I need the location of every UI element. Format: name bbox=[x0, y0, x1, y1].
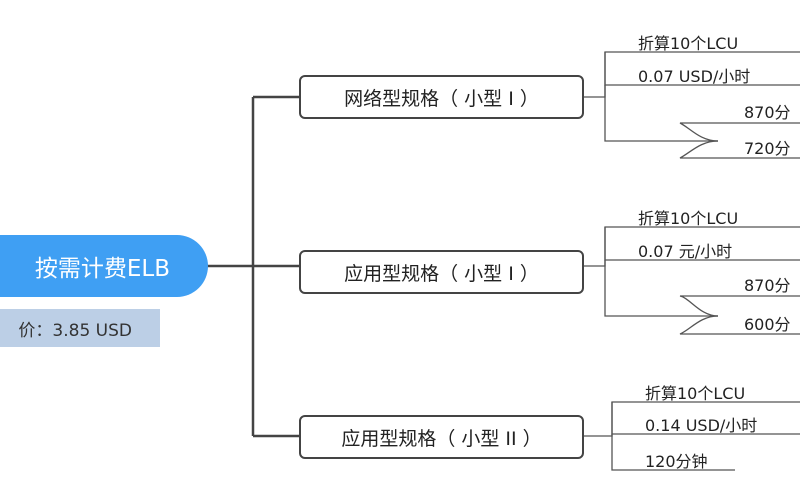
leaf-lcu: 折算10个LCU bbox=[638, 209, 739, 228]
leaf-score-1: 870分 bbox=[744, 103, 791, 122]
root-connectors bbox=[205, 95, 299, 438]
leaf-score-2: 720分 bbox=[744, 139, 791, 158]
branch-node-network-small-1[interactable]: 网络型规格（ 小型 I ） bbox=[299, 75, 584, 119]
branch2-connectors bbox=[584, 226, 800, 335]
leaf-duration: 120分钟 bbox=[645, 452, 708, 471]
root-label: 按需计费ELB bbox=[34, 256, 170, 282]
branch-label: 应用型规格（ 小型 II ） bbox=[341, 427, 542, 450]
branch-label: 应用型规格（ 小型 I ） bbox=[344, 262, 539, 285]
leaf-score-2: 600分 bbox=[744, 315, 791, 334]
branch1-connectors bbox=[584, 51, 800, 159]
fork-lower bbox=[679, 315, 800, 335]
branch3-connectors bbox=[584, 401, 800, 471]
fork-upper bbox=[679, 295, 800, 317]
leaf3-underline bbox=[611, 434, 735, 471]
leaf-hourly-price: 0.07 元/小时 bbox=[638, 242, 733, 261]
fork-upper bbox=[679, 122, 800, 142]
fork-lower bbox=[679, 140, 800, 159]
leaf-lcu: 折算10个LCU bbox=[638, 34, 739, 53]
root-node[interactable]: 按需计费ELB bbox=[0, 235, 208, 297]
leaf-score-1: 870分 bbox=[744, 276, 791, 295]
leaf-hourly-price: 0.14 USD/小时 bbox=[645, 416, 758, 435]
leaf3-stem bbox=[604, 260, 718, 317]
leaf-hourly-price: 0.07 USD/小时 bbox=[638, 67, 751, 86]
branch-label: 网络型规格（ 小型 I ） bbox=[344, 87, 539, 110]
price-note: 价：3.85 USD bbox=[0, 309, 160, 347]
branch-node-application-small-2[interactable]: 应用型规格（ 小型 II ） bbox=[299, 415, 584, 459]
leaf3-stem bbox=[604, 85, 718, 142]
leaf-lcu: 折算10个LCU bbox=[645, 384, 746, 403]
price-label: 价：3.85 USD bbox=[18, 320, 132, 341]
branch-node-application-small-1[interactable]: 应用型规格（ 小型 I ） bbox=[299, 250, 584, 294]
